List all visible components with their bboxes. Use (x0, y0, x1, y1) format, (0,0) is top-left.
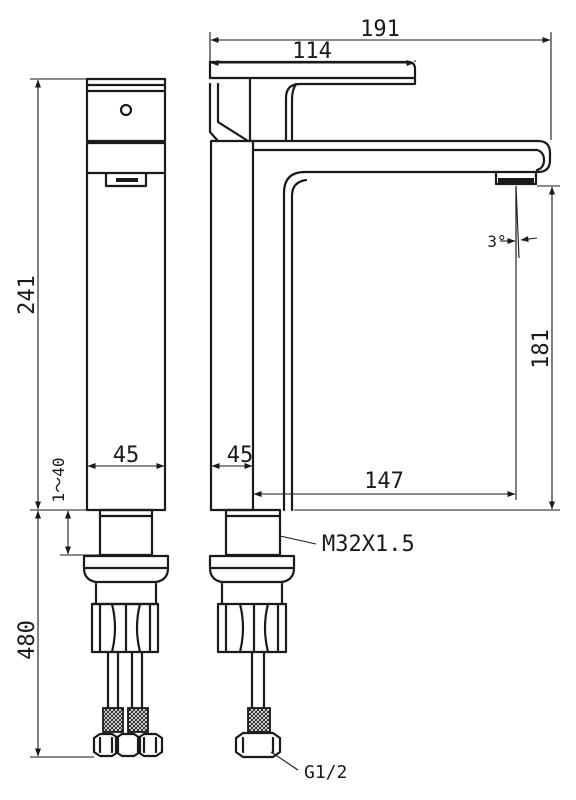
dim-text-480: 480 (15, 620, 40, 660)
side-handle-lever (208, 60, 417, 143)
front-view (82, 77, 170, 758)
dim-text-3deg: 3° (487, 232, 506, 251)
callout-thread-spec: M32X1.5 (322, 532, 415, 557)
side-mount-nut (216, 602, 288, 654)
front-handle-block (85, 77, 167, 143)
side-view (208, 60, 552, 759)
dim-text-45-front: 45 (113, 443, 140, 468)
side-flange (208, 554, 296, 584)
dim-text-191: 191 (360, 17, 400, 42)
dim-text-241: 241 (15, 275, 40, 315)
front-flange (82, 554, 170, 584)
leader-thread (279, 535, 317, 545)
dim-text-45-side: 45 (227, 443, 254, 468)
side-spout (251, 139, 552, 512)
front-hose-crimp-right (127, 707, 149, 733)
dim-text-181: 181 (529, 329, 554, 369)
front-hose-crimp-left (102, 707, 124, 733)
front-hex-nut-2 (114, 732, 142, 758)
front-hex-nut-3 (136, 732, 164, 758)
leader-g12 (270, 751, 299, 771)
callout-g12: G1/2 (304, 762, 347, 783)
side-hex-nut (234, 731, 282, 759)
dim-text-1-40: 1～40 (49, 458, 68, 503)
dim-text-114: 114 (292, 39, 332, 64)
front-handle-hole (119, 103, 133, 117)
dimension-lines (30, 32, 560, 771)
front-hex-nut-1 (92, 732, 120, 758)
side-hose-crimp (247, 707, 271, 733)
dim-text-147: 147 (364, 469, 404, 494)
